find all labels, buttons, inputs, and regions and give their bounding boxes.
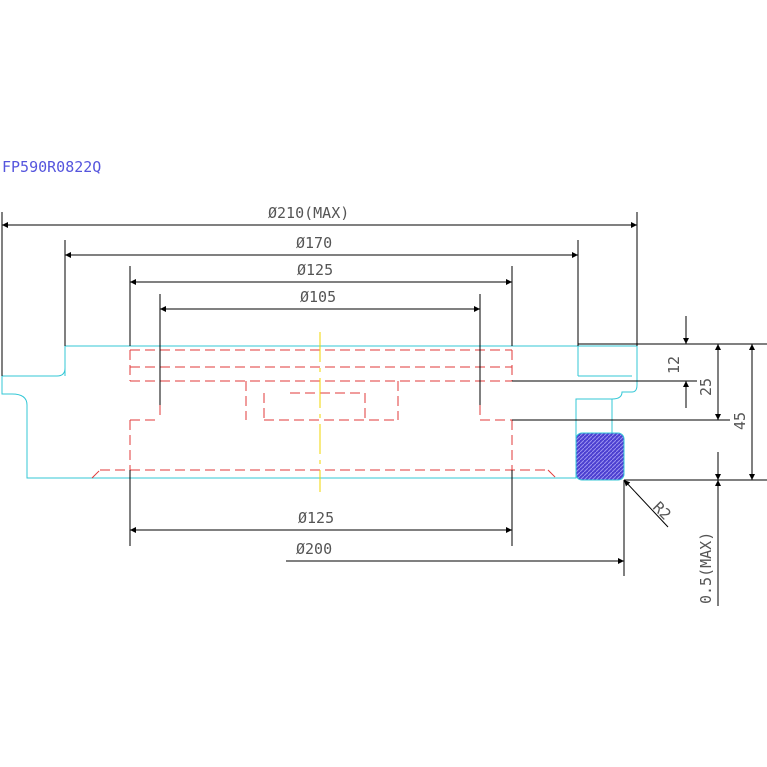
- height-dimensions: [683, 316, 755, 606]
- hidden-lines: [91, 349, 557, 479]
- dim-dia-210: Ø210(MAX): [268, 204, 349, 222]
- diameter-dimensions: [2, 222, 637, 564]
- dim-dia-125-bottom: Ø125: [298, 509, 334, 527]
- dim-dia-125-top: Ø125: [297, 261, 333, 279]
- part-number-title: FP590R0822Q: [2, 158, 101, 176]
- dim-radius-r2: R2: [649, 498, 675, 524]
- dim-dia-200: Ø200: [296, 540, 332, 558]
- part-outline: [1, 345, 638, 479]
- dim-height-12: 12: [665, 356, 683, 374]
- dim-max-05: 0.5(MAX): [697, 532, 715, 604]
- radius-leader: [623, 479, 669, 528]
- extension-lines: [1, 212, 767, 576]
- dim-height-45: 45: [731, 412, 749, 430]
- dim-height-25: 25: [697, 378, 715, 396]
- dim-dia-170: Ø170: [296, 234, 332, 252]
- dim-dia-105: Ø105: [300, 288, 336, 306]
- seal-section: [575, 432, 625, 481]
